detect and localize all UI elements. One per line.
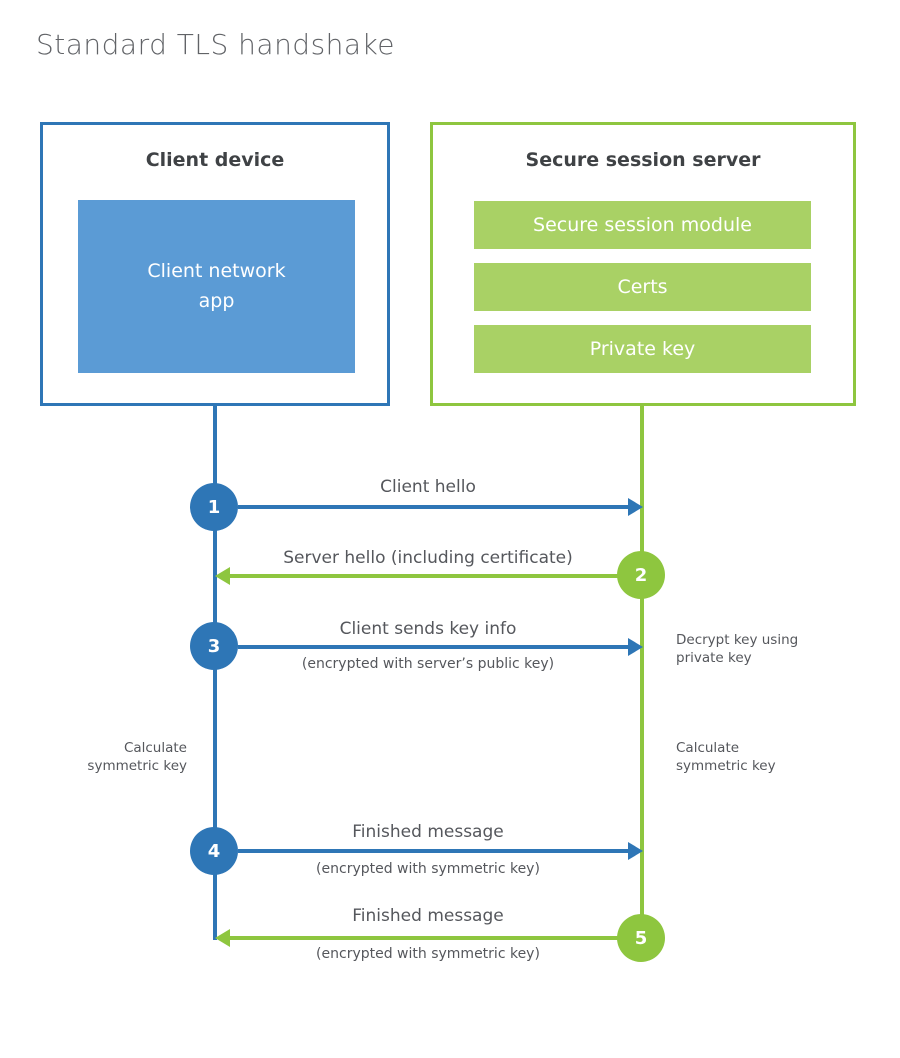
- client-device-title: Client device: [145, 149, 285, 171]
- step-5-circle: 5: [617, 914, 665, 962]
- step-4-circle: 4: [190, 827, 238, 875]
- client-network-app-box: Client network app: [78, 200, 355, 373]
- client-lifeline: [213, 405, 217, 940]
- step-3-circle: 3: [190, 622, 238, 670]
- step-2-number: 2: [634, 564, 648, 586]
- step-5-arrow: [229, 936, 618, 940]
- step-2-circle: 2: [617, 551, 665, 599]
- step-3-label: Client sends key info: [339, 619, 517, 639]
- step-1-arrowhead-icon: [628, 498, 643, 516]
- step-1-circle: 1: [190, 483, 238, 531]
- step-4-arrowhead-icon: [628, 842, 643, 860]
- client-network-app-label: Client network app: [147, 260, 286, 312]
- note-calculate-symmetric-key-left: Calculate symmetric key: [87, 740, 187, 775]
- server-lifeline: [640, 405, 644, 916]
- server-title: Secure session server: [525, 149, 761, 171]
- step-4-arrow: [238, 849, 629, 853]
- step-5-arrowhead-icon: [215, 929, 230, 947]
- note-decrypt-key: Decrypt key using private key: [676, 632, 799, 667]
- page-title: Standard TLS handshake: [36, 28, 396, 61]
- step-2-arrowhead-icon: [215, 567, 230, 585]
- step-1-label: Client hello: [380, 477, 476, 497]
- note-calculate-symmetric-key-right: Calculate symmetric key: [676, 740, 776, 775]
- step-3-arrow: [238, 645, 629, 649]
- step-1-number: 1: [207, 496, 221, 518]
- step-1-arrow: [238, 505, 629, 509]
- step-5-label: Finished message: [352, 906, 504, 926]
- step-4-number: 4: [207, 840, 221, 862]
- server-module-secure-session: Secure session module: [474, 201, 811, 249]
- step-3-arrowhead-icon: [628, 638, 643, 656]
- step-5-number: 5: [634, 927, 648, 949]
- step-3-sublabel: (encrypted with server’s public key): [301, 656, 555, 672]
- step-5-sublabel: (encrypted with symmetric key): [316, 946, 540, 962]
- step-2-arrow: [229, 574, 618, 578]
- server-box: Secure session server Secure session mod…: [430, 122, 856, 406]
- step-3-number: 3: [207, 635, 221, 657]
- server-module-certs: Certs: [474, 263, 811, 311]
- client-device-box: Client device Client network app: [40, 122, 390, 406]
- step-4-label: Finished message: [352, 822, 504, 842]
- server-module-private-key: Private key: [474, 325, 811, 373]
- step-2-label: Server hello (including certificate): [283, 548, 573, 568]
- step-4-sublabel: (encrypted with symmetric key): [316, 861, 540, 877]
